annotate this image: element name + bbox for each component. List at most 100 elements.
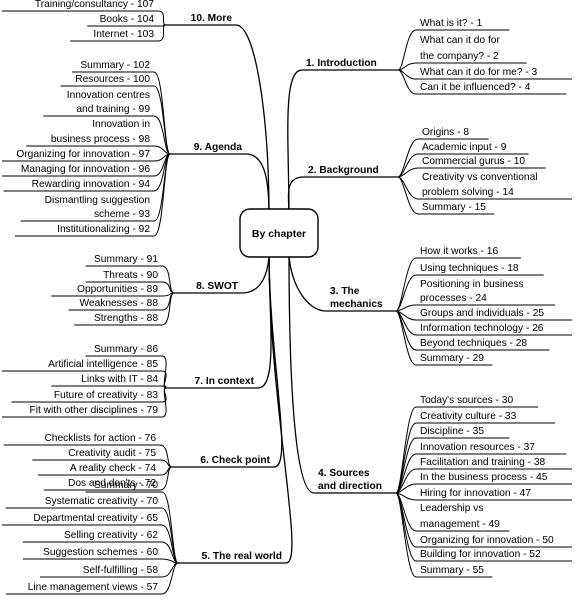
leaf-label: Academic input - 9 [422,142,507,153]
leaf-label: Threats - 90 [103,270,158,281]
branch-8: 8. SWOT Summary - 91 Threats - 90 Opportuni… [51,254,239,326]
leaf-label: Groups and individuals - 25 [420,308,544,319]
leaf-node: Hiring for innovation - 47 [395,488,572,501]
leaf-label: Weaknesses - 88 [79,298,158,309]
branch-label: 5. The real world [202,551,282,562]
leaf-label: Creativity vs conventional [422,172,538,183]
leaf-label: the company? - 2 [420,51,499,62]
leaf-label: Summary - 15 [422,202,486,213]
leaf-node: Strengths - 88 [74,292,175,326]
leaf-node: Opportunities - 89 [51,284,175,297]
leaf-node: Using techniques - 18 [395,263,544,312]
leaf-node: Institutionalizing - 92 [14,153,171,237]
leaf-node: Fit with other disciplines - 79 [2,387,167,418]
branch-2: 2. Background Origins - 8 Academic input -… [308,127,572,215]
leaf-node: Organizing for innovation - 97 [2,149,171,162]
leaf-node: Books - 104 [87,14,167,27]
leaf-node: Summary - 55 [395,492,493,578]
leaf-label: Departmental creativity - 65 [33,513,158,524]
leaf-label: Summary - 91 [94,254,158,265]
branch-label: 7. In context [195,376,255,387]
leaf-label: Institutionalizing - 92 [57,224,150,235]
leaf-label: Resources - 100 [75,74,150,85]
leaf-label: Commercial gurus - 10 [422,156,525,167]
leaf-label: Checklists for action - 76 [44,433,156,444]
leaf-label: Future of creativity - 83 [54,390,159,401]
leaf-label: Innovation centres [67,90,150,101]
leaf-label: Training/consultancy - 107 [35,0,154,10]
leaf-label: A reality check - 74 [70,463,156,474]
leaf-label: Creativity culture - 33 [420,411,517,422]
leaf-label: Hiring for innovation - 47 [420,488,531,499]
leaf-label: Building for innovation - 52 [420,549,541,560]
leaf-node: Suggestion schemes - 60 [22,547,179,564]
branch-label: 4. Sources [318,468,370,479]
leaf-label: Systematic creativity - 70 [45,496,159,507]
leaf-node: A reality check - 74 [38,463,173,476]
leaf-label: Artificial intelligence - 85 [48,359,158,370]
leaf-label: Dos and don'ts - 72 [68,478,156,489]
leaf-node: Line management views - 57 [5,562,179,595]
leaf-label: Suggestion schemes - 60 [43,547,158,558]
leaf-label: Leadership vs [420,503,483,514]
leaf-label: Summary - 70 [94,480,158,491]
branch-label: 8. SWOT [196,281,239,292]
branch-6: 6. Check point Checklists for action - 76… [3,433,271,491]
leaf-label: Positioning in business [420,279,524,290]
leaf-label: Summary - 29 [420,353,484,364]
leaf-label: Using techniques - 18 [420,263,519,274]
leaf-node: Summary - 29 [395,310,493,366]
leaf-label: Managing for innovation - 96 [21,164,150,175]
leaf-node: Internet - 103 [70,24,167,42]
leaf-node: Positioning in business processes - 24 [395,279,556,312]
leaf-node: Commercial gurus - 10 [397,156,546,178]
leaf-node: Self-fulfilling - 58 [40,562,179,578]
leaf-label: Innovation resources - 37 [420,442,535,453]
leaf-label: processes - 24 [420,293,487,304]
leaf-node: What can it do for the company? - 2 [397,35,527,71]
branch-label: 2. Background [308,165,379,176]
leaf-node: Future of creativity - 83 [11,387,167,403]
leaf-label: Organizing for innovation - 50 [420,535,554,546]
leaf-label: Can it be influenced? - 4 [420,82,531,93]
leaf-label: Origins - 8 [422,127,469,138]
leaf-label: Facilitation and training - 38 [420,457,545,468]
center-node: By chapter [239,208,319,258]
leaf-label: Innovation in [92,119,150,130]
center-label: By chapter [252,228,306,240]
connector-lines [166,24,398,564]
leaf-label: Opportunities - 89 [77,284,158,295]
leaf-node: Groups and individuals - 25 [395,308,572,321]
leaf-label: problem solving - 14 [422,187,514,198]
leaf-node: Links with IT - 84 [51,374,167,389]
leaf-label: Rewarding innovation - 94 [32,179,151,190]
leaf-label: Creativity audit - 75 [68,448,156,459]
leaf-label: Today's sources - 30 [420,395,513,406]
leaf-label: Discipline - 35 [420,426,484,437]
branch-label: 9. Agenda [194,142,243,153]
leaf-label: Fit with other disciplines - 79 [29,405,158,416]
leaf-label: management - 49 [420,519,500,530]
leaf-label: What can it do for [420,35,500,46]
leaf-label: Summary - 102 [80,60,150,71]
leaf-label: scheme - 93 [94,209,150,220]
branch-5: 5. The real world Summary - 70 Systematic … [2,480,282,595]
leaf-label: What can it do for me? - 3 [420,67,538,78]
leaf-node: Summary - 15 [397,176,495,215]
leaf-label: Information technology - 26 [420,323,544,334]
leaf-node: Creativity vs conventional problem solvin… [397,172,572,200]
leaf-node: What can it do for me? - 3 [397,67,572,80]
leaf-label: Line management views - 57 [28,582,159,593]
branch-label: 6. Check point [200,455,270,466]
branch-label: 1. Introduction [306,58,377,69]
leaf-node: Dos and don'ts - 72 [43,466,173,491]
leaf-node: Can it be influenced? - 4 [397,69,567,95]
leaf-label: Books - 104 [100,14,155,25]
leaf-label: In the business process - 45 [420,472,548,483]
